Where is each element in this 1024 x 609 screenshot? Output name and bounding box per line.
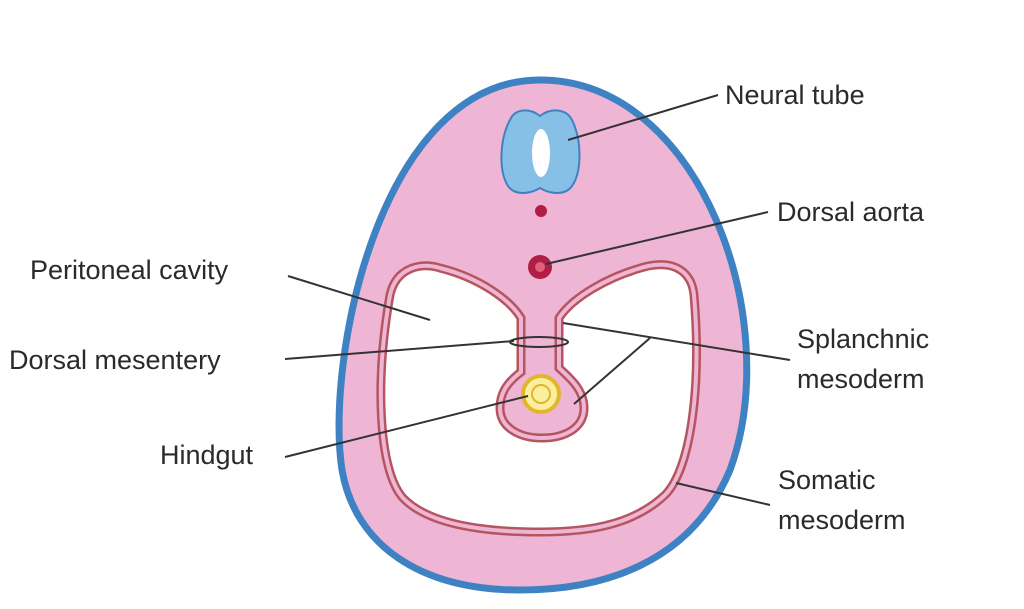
label-neural-tube: Neural tube — [725, 80, 865, 110]
mesoderm-inner-line — [378, 262, 699, 535]
neural-canal — [532, 129, 550, 177]
label-peritoneal-cavity: Peritoneal cavity — [30, 255, 229, 285]
label-somatic-line2: mesoderm — [778, 505, 906, 535]
leader-somatic — [675, 482, 771, 506]
hindgut-lumen — [531, 384, 551, 404]
label-hindgut: Hindgut — [160, 440, 254, 470]
label-dorsal-aorta: Dorsal aorta — [777, 197, 925, 227]
label-dorsal-mesentery: Dorsal mesentery — [9, 345, 221, 375]
leader-hindgut — [284, 395, 529, 458]
leader-splanchnic-lower — [573, 337, 651, 405]
label-splanchnic-line2: mesoderm — [797, 364, 925, 394]
leader-dorsal-aorta — [545, 211, 769, 265]
label-somatic-line1: Somatic — [778, 465, 876, 495]
leader-splanchnic-upper — [562, 322, 791, 361]
dorsal-aorta-lumen — [535, 262, 545, 272]
leader-neural-tube — [567, 94, 719, 141]
label-splanchnic-line1: Splanchnic — [797, 324, 929, 354]
leader-dorsal-mesentery — [284, 340, 515, 360]
leader-peritoneal-cavity — [287, 275, 431, 321]
notochord-dot — [535, 205, 547, 217]
